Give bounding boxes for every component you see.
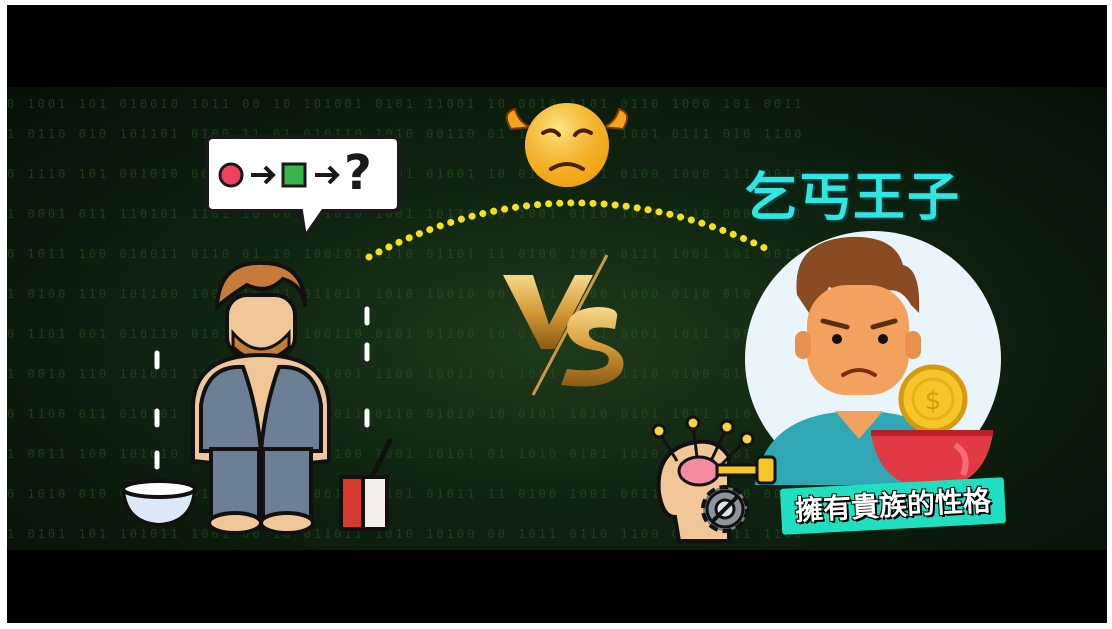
bowl-icon	[120, 479, 198, 528]
binary-background: 0 1010 010 010100 0110 11 01 100100 0101…	[7, 487, 805, 501]
cup-icon	[339, 437, 394, 531]
svg-text:$: $	[925, 386, 942, 416]
vs-logo	[503, 254, 624, 396]
dotted-arc	[365, 199, 771, 261]
speech-bubble-question: ?	[344, 145, 372, 201]
gear-icon	[701, 485, 749, 533]
binary-background: 1 0100 110 101100 1001 10 01 011011 1010…	[7, 287, 805, 301]
thinking-man-icon	[191, 260, 331, 535]
speech-bubble-icon	[205, 135, 401, 243]
sad-boy-icon	[745, 231, 1001, 487]
dash-marks	[154, 306, 370, 470]
binary-background: 0 1011 100 010011 0110 01 10 100101 0110…	[7, 247, 805, 261]
gold-coin-icon: $	[898, 364, 968, 434]
binary-background: 0 1001 101 010010 1011 00 10 101001 0101…	[7, 97, 805, 111]
video-frame: 0 1001 101 010010 1011 00 10 101001 0101…	[7, 5, 1107, 623]
binary-background: 1 0001 011 110101 1101 10 00 011010 1001…	[7, 207, 805, 221]
binary-background: 0 1101 001 010110 0101 11 10 100110 0101…	[7, 327, 805, 341]
red-bowl-icon	[871, 430, 993, 489]
worried-emoji-icon	[505, 103, 629, 187]
binary-background: 1 0101 101 101011 1001 00 10 011011 1010…	[7, 527, 805, 541]
title-text: 乞丐王子	[745, 168, 962, 228]
